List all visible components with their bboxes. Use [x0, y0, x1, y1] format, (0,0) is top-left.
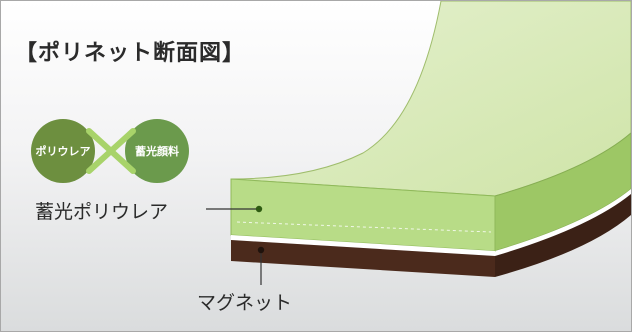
curved-magnet-side: [495, 194, 631, 277]
leader-dot-bottom: [257, 246, 265, 254]
curved-separator: [495, 189, 631, 256]
cross-icon: [86, 128, 136, 174]
sheet-curved-side: [494, 132, 631, 252]
front-magnet-layer: [231, 240, 495, 277]
polyurea-badge: ポリウレア: [31, 119, 95, 183]
layer-label-luminous-polyurea: 蓄光ポリウレア: [35, 201, 169, 223]
front-separator: [231, 235, 495, 256]
layer-dashed-line: [236, 221, 492, 233]
page-title: 【ポリネット断面図】: [15, 41, 246, 66]
layer-label-magnet: マグネット: [197, 292, 293, 314]
sheet-top-surface: [230, 1, 631, 197]
leader-dot-top: [255, 205, 263, 213]
